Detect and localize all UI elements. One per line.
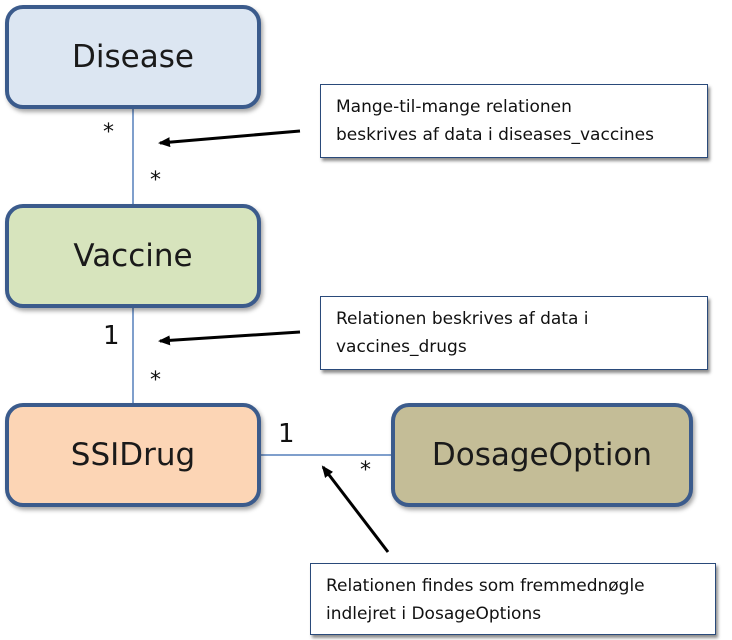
note-diseases-vaccines: Mange-til-mange relationen beskrives af … xyxy=(320,84,708,158)
arrow-note1 xyxy=(158,129,301,148)
note-line: indlejret i DosageOptions xyxy=(326,604,542,624)
entity-ssidrug: SSIDrug xyxy=(5,403,261,507)
entity-vaccine: Vaccine xyxy=(5,204,261,308)
entity-disease: Disease xyxy=(5,5,261,109)
entity-dosageoption: DosageOption xyxy=(391,403,693,507)
multiplicity-dosageoption-side: * xyxy=(360,458,371,483)
entity-dosageoption-label: DosageOption xyxy=(431,437,653,473)
note-line: beskrives af data i diseases_vaccines xyxy=(336,125,654,145)
multiplicity-disease-side: * xyxy=(103,120,114,145)
note-line: Mange-til-mange relationen xyxy=(336,97,572,117)
multiplicity-vaccine-side-lower: 1 xyxy=(103,321,120,351)
entity-vaccine-label: Vaccine xyxy=(73,238,193,274)
note-line: vaccines_drugs xyxy=(336,337,467,357)
arrow-note3 xyxy=(321,465,390,553)
note-line: Relationen beskrives af data i xyxy=(336,309,589,329)
multiplicity-ssidrug-side-right: 1 xyxy=(278,419,295,449)
arrow-note2 xyxy=(158,330,301,346)
note-line: Relationen findes som fremmednøgle xyxy=(326,576,645,596)
note-vaccines-drugs: Relationen beskrives af data i vaccines_… xyxy=(320,296,708,370)
entity-disease-label: Disease xyxy=(72,39,194,75)
note-foreign-key: Relationen findes som fremmednøgle indle… xyxy=(310,563,716,635)
entity-ssidrug-label: SSIDrug xyxy=(70,437,196,473)
multiplicity-ssidrug-side-top: * xyxy=(150,368,161,393)
multiplicity-vaccine-side-upper: * xyxy=(150,168,161,193)
